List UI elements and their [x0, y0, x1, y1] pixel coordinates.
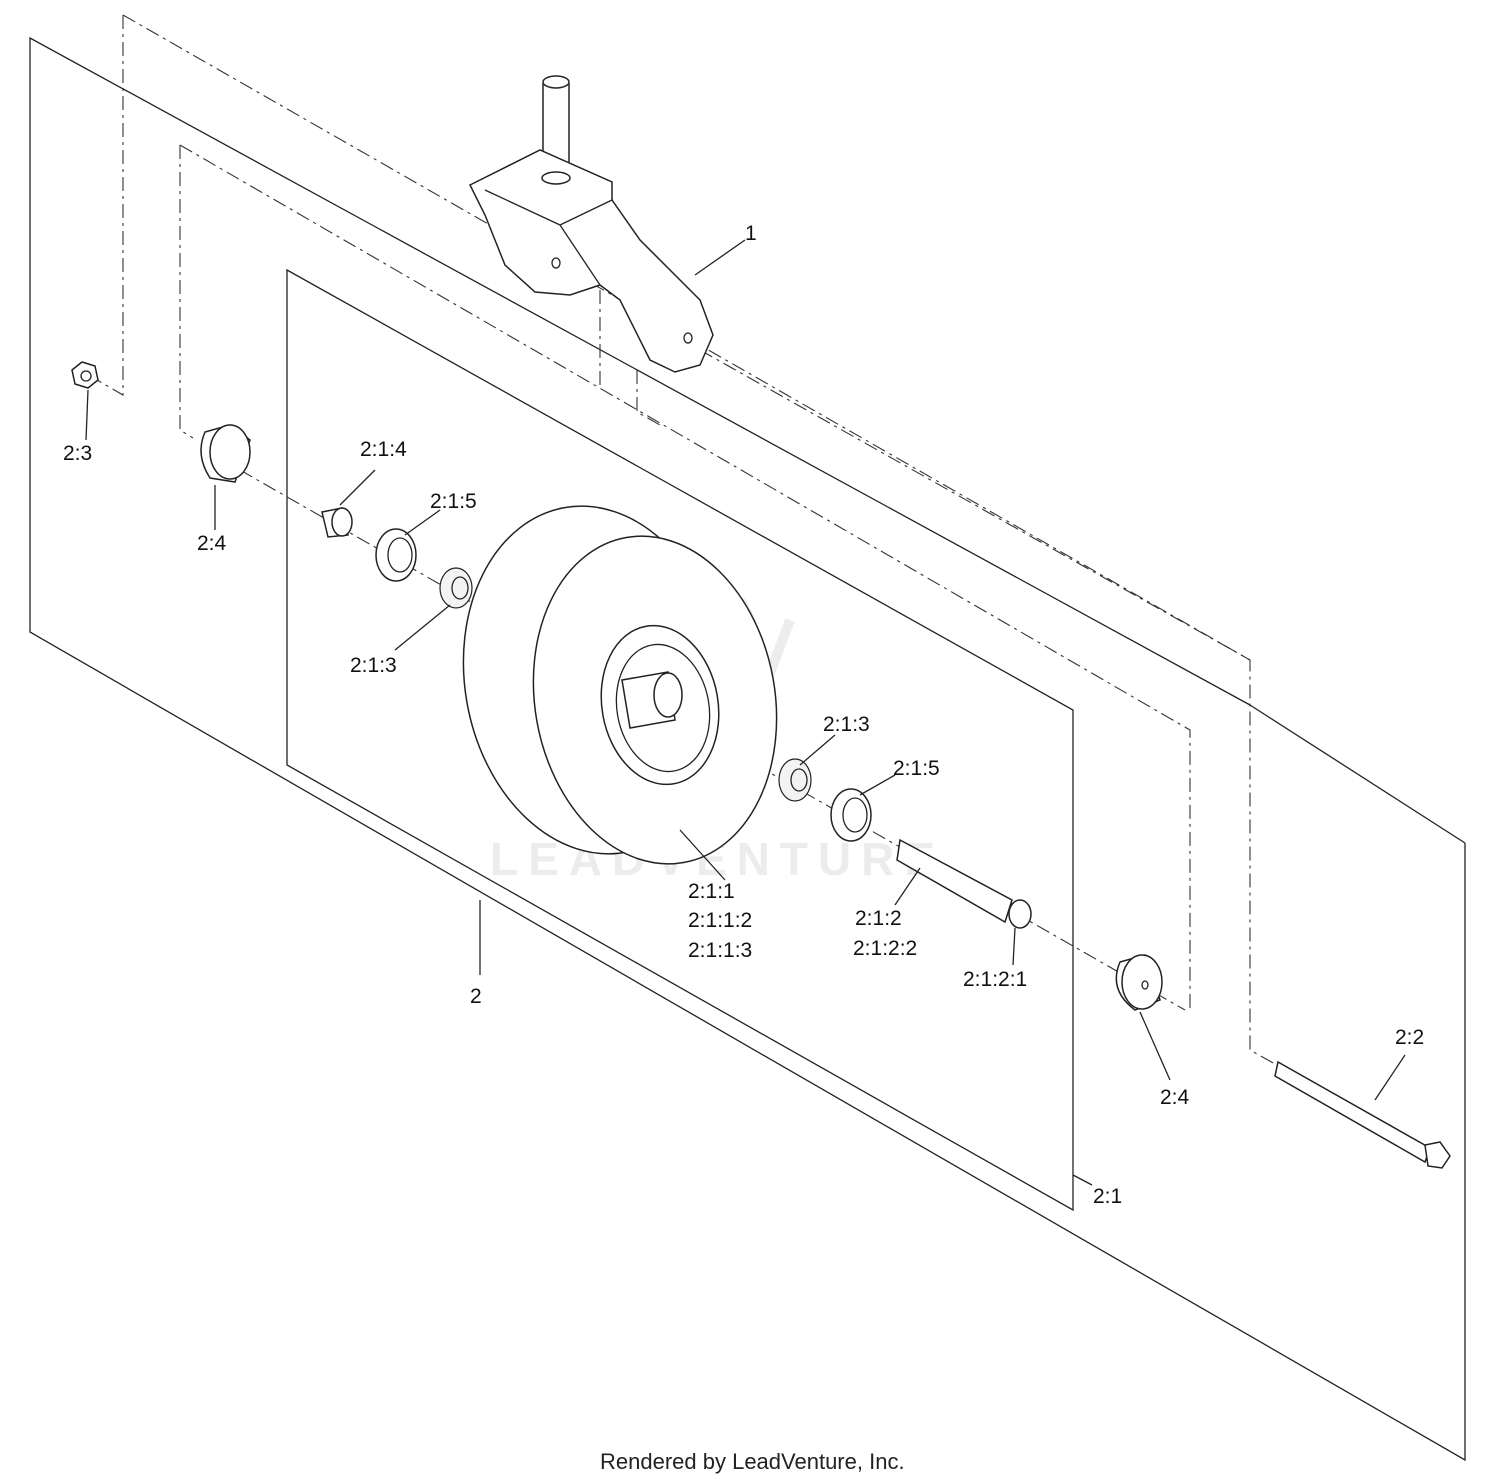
caster-fork-part [468, 75, 714, 373]
label-part-2-3: 2:3 [63, 442, 92, 465]
seal-right-part [830, 788, 872, 842]
spacer-left-part [200, 424, 251, 483]
label-part-1: 1 [745, 222, 757, 245]
panel-dashed-fork-right [636, 370, 661, 426]
fork-edge-2 [559, 224, 601, 286]
label-part-2-4-right: 2:4 [1160, 1086, 1190, 1109]
label-part-2-1-3-left: 2:1:3 [350, 654, 397, 677]
seal-right-inner [842, 797, 868, 833]
label-part-2-1-5-right: 2:1:5 [893, 757, 940, 780]
panel-dashed-bolt-left [89, 15, 124, 396]
seal-left-outer [375, 528, 417, 582]
leader-2-3 [85, 389, 89, 441]
seal-left-inner [387, 537, 413, 573]
label-part-2-1-1-3: 2:1:1:3 [688, 939, 752, 962]
leader-2-2 [1374, 1054, 1406, 1101]
bearing-right-part [778, 758, 812, 802]
bearing-left-outer [439, 567, 473, 609]
axle-shaft [896, 838, 1013, 924]
bearing-right-outer [778, 758, 812, 802]
seal-left-part [375, 528, 417, 582]
spacer-right-face [1121, 954, 1163, 1010]
bolt-centerline [699, 349, 1251, 661]
leader-2-1-3-right [799, 734, 836, 766]
bolt-head [1424, 1141, 1451, 1169]
label-part-2-1-1-2: 2:1:1:2 [688, 909, 752, 932]
hub-bore [653, 672, 683, 718]
bolt-shank [1274, 1060, 1431, 1164]
panel-assembly-2-top [1249, 704, 1466, 844]
callout-labels: 1 2:3 2:4 2:1:4 2:1:5 2:1:3 2:1:3 2:1:5 … [63, 222, 1424, 1208]
panel-assembly-2-1 [286, 268, 1074, 1212]
label-part-2-1-1: 2:1:1 [688, 880, 735, 903]
bearing-left-part [439, 567, 473, 609]
label-part-2-1-3-right: 2:1:3 [823, 713, 870, 736]
bearing-right-inner [790, 768, 808, 792]
spacer-left-face [209, 424, 251, 480]
axle-nut [1008, 899, 1032, 929]
sleeve-part [321, 507, 353, 538]
rim-inner [615, 643, 711, 773]
label-part-2-1-5-left: 2:1:5 [430, 490, 477, 513]
axle-part [896, 838, 1032, 929]
leader-2-1-5-left [404, 509, 441, 536]
footer-credit: Rendered by LeadVenture, Inc. [600, 1449, 905, 1474]
fork-collar [541, 171, 571, 185]
label-part-2-1-4: 2:1:4 [360, 438, 407, 461]
label-part-2-1-2: 2:1:2 [855, 907, 902, 930]
leader-2-4-right [1139, 1011, 1171, 1081]
label-part-2-1-2-2: 2:1:2:2 [853, 937, 917, 960]
spacer-right-part [1115, 954, 1163, 1011]
leader-2-1-3-left [394, 604, 451, 651]
panel-dashed-main [179, 144, 1191, 1012]
label-part-2-1: 2:1 [1093, 1185, 1122, 1208]
leader-2-1-2-1 [1012, 927, 1016, 966]
wheel-part [462, 505, 778, 865]
panel-dashed-left [179, 145, 194, 439]
leader-2-1-1 [679, 829, 726, 881]
nut-part [71, 361, 99, 389]
sleeve-face [331, 507, 353, 537]
nut-hole [80, 370, 92, 382]
spacer-right-hole [1141, 980, 1149, 990]
leader-2-1-2 [894, 867, 921, 906]
label-part-2-2: 2:2 [1395, 1026, 1424, 1049]
leader-2-1 [1072, 1174, 1093, 1186]
label-part-2-1-2-1: 2:1:2:1 [963, 968, 1027, 991]
leader-lines [85, 239, 1406, 1186]
leader-1 [694, 239, 746, 276]
label-part-2: 2 [470, 985, 482, 1008]
fork-body [468, 149, 714, 373]
bearing-left-inner [451, 576, 469, 600]
seal-right-outer [830, 788, 872, 842]
fork-hole-right [683, 332, 693, 344]
nut-body [71, 361, 99, 389]
fork-stem-top [542, 75, 570, 89]
panel-dashed-bolt-right [122, 14, 1276, 1065]
panel-dashed-fork-left [589, 279, 601, 385]
leader-2-1-5-right [859, 774, 896, 796]
panel-assembly-2 [29, 36, 1466, 1462]
label-part-2-4-left: 2:4 [197, 532, 227, 555]
leader-2-1-4 [339, 469, 376, 506]
fork-hole-left [551, 257, 561, 269]
bolt-part [1274, 1060, 1451, 1169]
